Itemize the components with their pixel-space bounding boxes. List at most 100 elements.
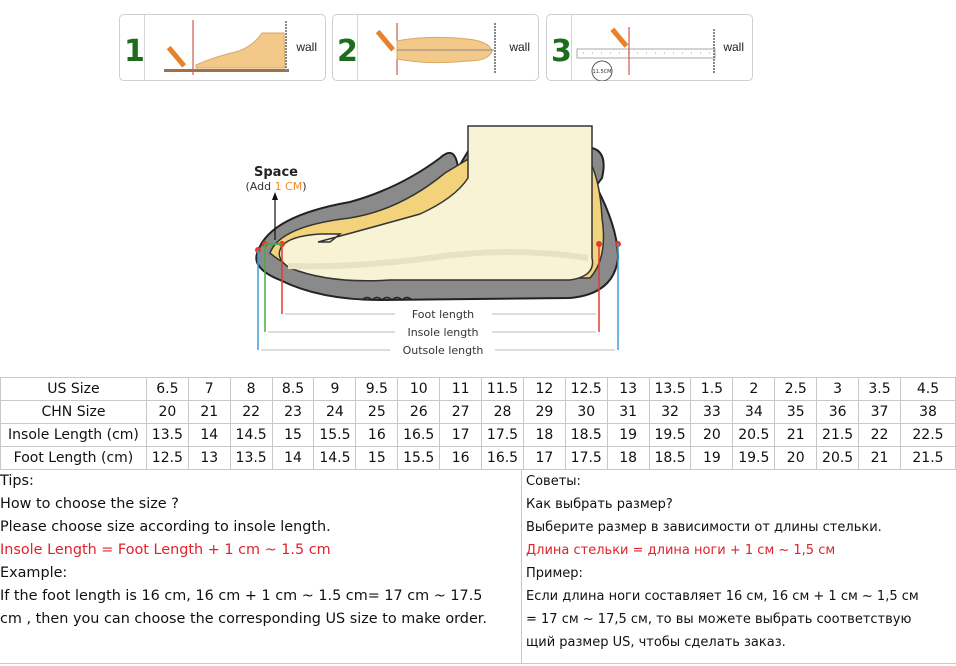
wall-label: wall	[296, 40, 317, 54]
table-cell: 12.5	[145, 446, 189, 470]
outsole-length-label: Outsole length	[403, 344, 484, 357]
table-cell: 16	[439, 446, 483, 470]
table-cell: 15	[355, 446, 399, 470]
table-cell: 19	[690, 446, 734, 470]
table-cell: 16	[355, 423, 399, 447]
tips-title: Tips:	[0, 473, 34, 489]
table-cell: 11	[439, 377, 483, 401]
measuring-steps: 1 wall 2 wall 3 11.5CM	[119, 14, 755, 83]
tips-example-title: Example:	[0, 565, 68, 581]
table-cell: 27	[439, 400, 483, 424]
table-cell: 12	[522, 377, 566, 401]
table-cell: 25	[355, 400, 399, 424]
table-cell: 11.5	[481, 377, 524, 401]
table-cell: 14	[271, 446, 315, 470]
table-cell: 7	[187, 377, 231, 401]
table-cell: 32	[648, 400, 692, 424]
table-cell: 21	[187, 400, 231, 424]
table-cell: 28	[481, 400, 524, 424]
step-2-panel: 2 wall	[332, 14, 539, 81]
table-cell: 13	[606, 377, 650, 401]
tips-formula: Длина стельки = длина ноги + 1 см ~ 1,5 …	[526, 543, 836, 558]
step-number-cell: 1	[120, 15, 145, 80]
tips-title: Советы:	[526, 474, 581, 489]
tips-question: Как выбрать размер?	[526, 497, 673, 512]
table-cell: 10	[397, 377, 441, 401]
table-cell: 8	[229, 377, 273, 401]
tips-example-line: cm , then you can choose the correspondi…	[0, 611, 487, 627]
row-label: Insole Length (cm)	[0, 423, 147, 447]
step-number: 1	[124, 34, 145, 69]
table-cell: 2.5	[774, 377, 818, 401]
table-cell: 22	[858, 423, 901, 447]
table-cell: 14.5	[313, 446, 357, 470]
table-cell: 22	[229, 400, 273, 424]
table-cell: 13.5	[229, 446, 273, 470]
space-note: (Add 1 CM)	[245, 180, 306, 193]
row-label: CHN Size	[0, 400, 147, 424]
step-number-cell: 3	[547, 15, 572, 80]
tips-formula: Insole Length = Foot Length + 1 cm ~ 1.5…	[0, 542, 331, 558]
step-number-cell: 2	[333, 15, 358, 80]
table-cell: 9	[313, 377, 357, 401]
table-cell: 37	[858, 400, 901, 424]
table-cell: 38	[899, 400, 956, 424]
tips-instruction: Please choose size according to insole l…	[0, 519, 331, 535]
table-cell: 20.5	[816, 446, 860, 470]
row-label: US Size	[0, 377, 147, 401]
table-cell: 14.5	[229, 423, 273, 447]
tips-example-line: щий размер US, чтобы сделать заказ.	[526, 635, 786, 650]
table-cell: 18.5	[648, 446, 692, 470]
table-cell: 19	[606, 423, 650, 447]
table-cell: 4.5	[899, 377, 956, 401]
table-cell: 21.5	[899, 446, 956, 470]
step-number: 3	[551, 34, 572, 69]
table-cell: 21	[774, 423, 818, 447]
table-cell: 17.5	[564, 446, 608, 470]
tips-example-line: If the foot length is 16 cm, 16 cm + 1 c…	[0, 588, 483, 604]
table-cell: 31	[606, 400, 650, 424]
tips-english: Tips: How to choose the size ? Please ch…	[0, 469, 521, 664]
table-cell: 15.5	[313, 423, 357, 447]
table-cell: 17	[439, 423, 483, 447]
table-cell: 35	[774, 400, 818, 424]
wall-label: wall	[509, 40, 530, 54]
table-cell: 23	[271, 400, 315, 424]
table-cell: 33	[690, 400, 734, 424]
foot-top-measure-icon	[375, 23, 496, 75]
table-cell: 17.5	[481, 423, 524, 447]
table-cell: 20	[145, 400, 189, 424]
table-cell: 20	[774, 446, 818, 470]
tips-example-title: Пример:	[526, 566, 583, 581]
table-cell: 16.5	[397, 423, 441, 447]
table-cell: 15.5	[397, 446, 441, 470]
table-cell: 14	[187, 423, 231, 447]
table-cell: 13.5	[648, 377, 692, 401]
step-number: 2	[337, 34, 358, 69]
step-3-panel: 3 11.5CM wall	[546, 14, 753, 81]
table-cell: 19.5	[648, 423, 692, 447]
table-cell: 22.5	[899, 423, 956, 447]
table-cell: 3	[816, 377, 860, 401]
table-cell: 9.5	[355, 377, 399, 401]
table-cell: 34	[732, 400, 776, 424]
table-cell: 18	[522, 423, 566, 447]
shoe-size-diagram: Space (Add 1 CM) Foot length Insole leng…	[230, 118, 630, 360]
table-cell: 15	[271, 423, 315, 447]
table-cell: 18	[606, 446, 650, 470]
table-cell: 18.5	[564, 423, 608, 447]
table-cell: 13	[187, 446, 231, 470]
table-cell: 21.5	[816, 423, 860, 447]
table-cell: 8.5	[271, 377, 315, 401]
row-label: Foot Length (cm)	[0, 446, 147, 470]
table-cell: 21	[858, 446, 901, 470]
table-cell: 24	[313, 400, 357, 424]
table-cell: 19.5	[732, 446, 776, 470]
table-cell: 2	[732, 377, 776, 401]
tips-russian: Советы: Как выбрать размер? Выберите раз…	[521, 469, 956, 664]
